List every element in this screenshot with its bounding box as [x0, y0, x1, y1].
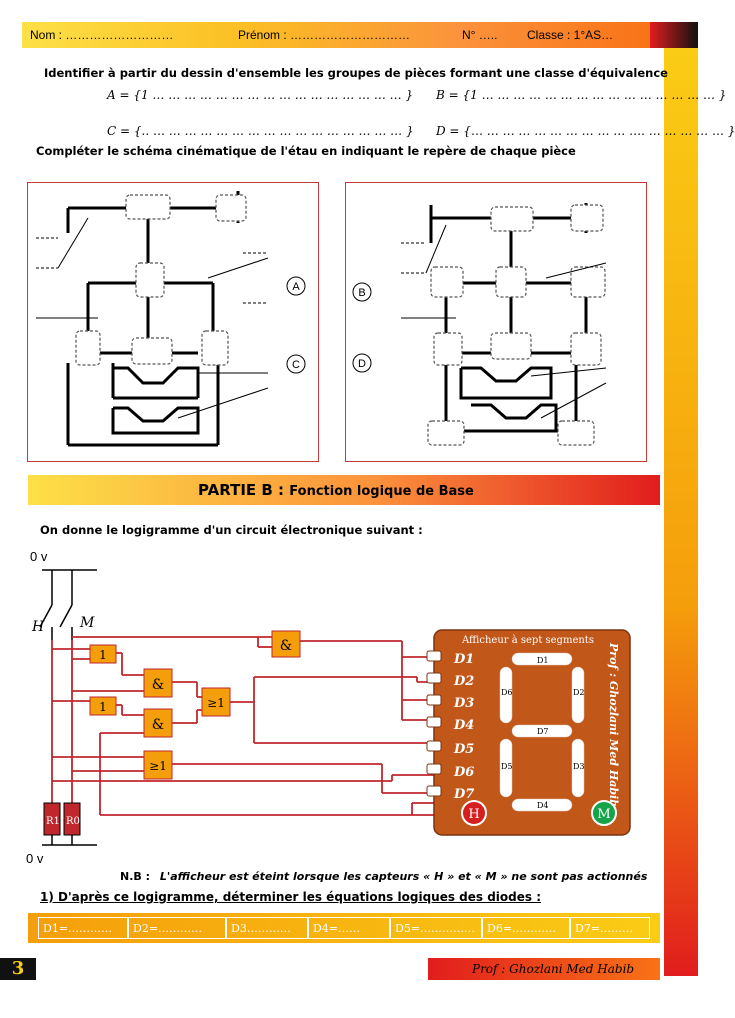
logic-circuit: 0 v 0 v H M	[26, 549, 631, 866]
answer-d3[interactable]: D3…………	[226, 917, 308, 939]
answer-d2[interactable]: D2=…………	[128, 917, 226, 939]
resistor-r0	[63, 802, 81, 836]
diode-d7-label: D7	[453, 787, 474, 802]
class-field[interactable]: Classe : 1°AS…	[527, 28, 614, 42]
question-1: 1) D'après ce logigramme, déterminer les…	[40, 890, 541, 904]
marker-a	[286, 276, 306, 296]
gate-or-2-label: ≥1	[149, 759, 167, 773]
segment-upper-right	[571, 666, 585, 724]
diode-d5-label: D5	[453, 742, 474, 757]
part-b-title: PARTIE B : Fonction logique de Base	[198, 481, 474, 499]
page-number: 3	[0, 958, 36, 980]
kinematic-view-left	[27, 182, 319, 462]
switch-m-label: M	[79, 615, 95, 631]
segment-lower-right-label: D3	[573, 762, 585, 771]
equation-a[interactable]: A = {1 … … … … … … … … … … … … … … … … }	[107, 88, 414, 102]
diode-d4-label: D4	[453, 718, 474, 733]
segment-top-label: D1	[537, 656, 549, 665]
answer-d1[interactable]: D1=…………	[38, 917, 128, 939]
answer-d5[interactable]: D5=……………	[390, 917, 482, 939]
switch-h-label: H	[31, 619, 45, 635]
equation-b[interactable]: B = {1 … … … … … … … … … … … … … … … }	[436, 88, 727, 102]
indicator-h-label: H	[468, 807, 479, 822]
segment-upper-left	[499, 666, 513, 724]
gate-and-2-label: &	[152, 717, 164, 733]
gate-not-1-label: 1	[99, 648, 107, 662]
indicator-m-label: M	[597, 807, 610, 822]
gate-and-3	[271, 630, 301, 658]
view-markers: A B C D	[286, 276, 372, 374]
gate-and-2	[143, 708, 173, 738]
nb-text: L'afficheur est éteint lorsque les capte…	[159, 870, 648, 883]
header-bar: Nom : ……………………… Prénom : ………………………… N° ……	[22, 22, 650, 48]
header-corner	[650, 22, 698, 48]
diode-d3-label: D3	[453, 696, 474, 711]
gate-or-1	[201, 687, 231, 717]
segment-top	[511, 652, 573, 666]
part-b-header: PARTIE B : Fonction logique de Base	[28, 475, 660, 505]
segment-middle	[511, 724, 573, 738]
gate-and-3-label: &	[280, 638, 292, 654]
equation-d[interactable]: D = {… … … … … … … … … … …. … … … … … }	[436, 124, 735, 138]
answer-bar: D1=………… D2=………… D3………… D4=…… D5=…………… D6…	[28, 913, 660, 943]
marker-d	[352, 353, 372, 373]
kinematic-schema-right	[401, 203, 607, 446]
diode-d1-label: D1	[453, 652, 474, 667]
segment-upper-left-label: D6	[501, 688, 513, 697]
circuit-intro: On donne le logigramme d'un circuit élec…	[40, 523, 423, 537]
segment-lower-left-label: D5	[501, 762, 513, 771]
answer-d6[interactable]: D6=…………	[482, 917, 570, 939]
first-name-field[interactable]: Prénom : …………………………	[238, 28, 411, 42]
bottom-0v-label: 0 v	[26, 851, 44, 866]
gate-not-2-label: 1	[99, 700, 107, 714]
indicator-m	[591, 800, 617, 826]
gate-not-2	[89, 696, 117, 716]
side-bar	[664, 48, 698, 976]
footer-bar: Prof : Ghozlani Med Habib	[428, 958, 660, 980]
segment-bottom-label: D4	[537, 801, 549, 810]
gate-not-1	[89, 644, 117, 664]
gate-or-2	[143, 750, 173, 780]
number-field[interactable]: N° …..	[462, 28, 498, 42]
diode-d2-label: D2	[453, 674, 474, 689]
indicator-h	[461, 800, 487, 826]
segment-bottom	[511, 798, 573, 812]
gate-and-1	[143, 668, 173, 698]
segment-middle-label: D7	[537, 727, 549, 736]
footer-author: Prof : Ghozlani Med Habib	[472, 962, 635, 976]
diode-d6-label: D6	[453, 765, 474, 780]
marker-d-label: D	[358, 358, 366, 370]
resistor-r1-label: R1	[46, 816, 60, 827]
marker-c	[286, 354, 306, 374]
resistor-r1	[43, 802, 61, 836]
marker-b-label: B	[358, 287, 365, 299]
instruction-equivalence: Identifier à partir du dessin d'ensemble…	[44, 66, 668, 80]
segment-upper-right-label: D2	[573, 688, 585, 697]
gate-and-1-label: &	[152, 677, 164, 693]
marker-b	[352, 282, 372, 302]
marker-c-label: C	[292, 359, 300, 371]
segment-lower-left	[499, 738, 513, 798]
name-field[interactable]: Nom : ………………………	[30, 28, 174, 42]
display-vertical-label: Prof : Ghozlani Med Habib	[607, 642, 620, 807]
part-b-title-rest: Fonction logique de Base	[289, 484, 474, 499]
instruction-kinematic: Compléter le schéma cinématique de l'éta…	[36, 144, 576, 158]
kinematic-view-right	[345, 182, 647, 462]
kinematic-schema-left	[36, 191, 269, 447]
top-0v-label: 0 v	[30, 549, 48, 564]
answer-d4[interactable]: D4=……	[308, 917, 390, 939]
equation-c[interactable]: C = {.. … … … … … … … … … … … … … … … … …	[107, 124, 414, 138]
answer-d7[interactable]: D7=………	[570, 917, 650, 939]
nb-note: N.B : L'afficheur est éteint lorsque les…	[120, 870, 647, 883]
segment-lower-right	[571, 738, 585, 798]
marker-a-label: A	[292, 281, 300, 293]
nb-label: N.B :	[120, 870, 150, 883]
resistor-r0-label: R0	[66, 816, 80, 827]
gate-or-1-label: ≥1	[207, 696, 225, 710]
display-title: Afficheur à sept segments	[461, 635, 594, 646]
